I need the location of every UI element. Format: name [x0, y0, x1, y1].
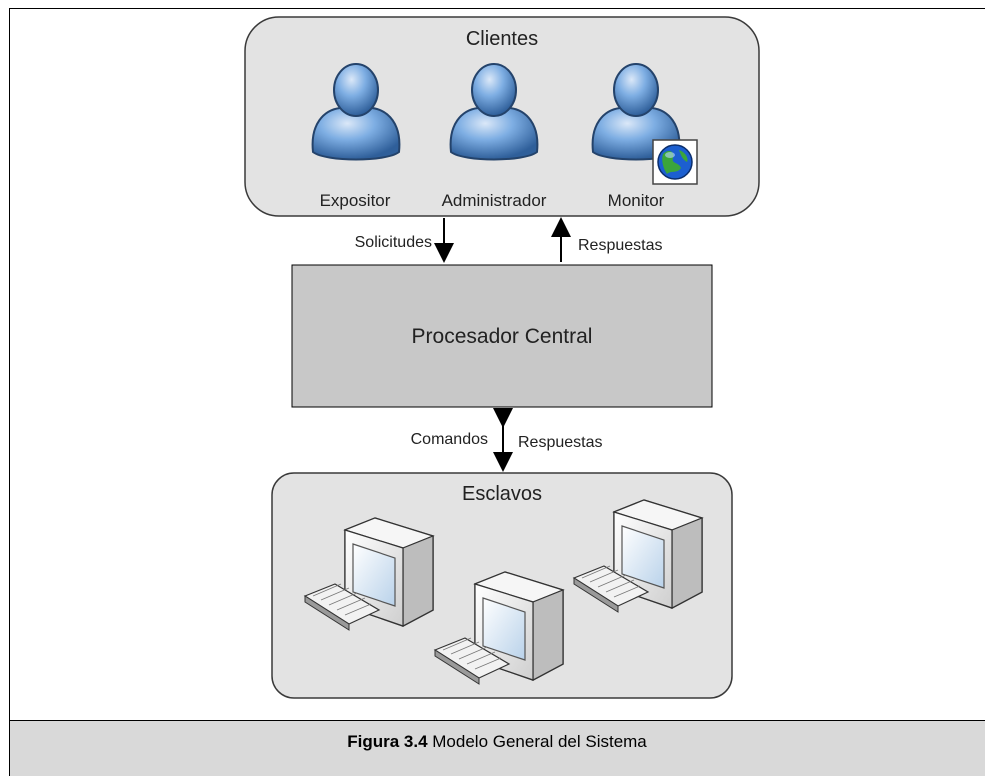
- user-label-administrador: Administrador: [442, 191, 547, 210]
- user-label-monitor: Monitor: [608, 191, 665, 210]
- user-icon: [311, 63, 401, 161]
- user-label-expositor: Expositor: [320, 191, 391, 210]
- desktop-computer-icon: [433, 571, 565, 685]
- desktop-computer-icon: [572, 499, 704, 613]
- requests-label: Solicitudes: [355, 234, 432, 251]
- responses-bottom-label: Respuestas: [518, 434, 603, 451]
- figure-caption-text: Modelo General del Sistema: [432, 732, 647, 751]
- slaves-title: Esclavos: [462, 483, 542, 505]
- clients-title: Clientes: [466, 28, 538, 50]
- commands-label: Comandos: [411, 431, 488, 448]
- responses-top-label: Respuestas: [578, 237, 663, 254]
- processor-box: [291, 264, 713, 408]
- processor-label: Procesador Central: [412, 325, 593, 348]
- figure-caption: Figura 3.4 Modelo General del Sistema: [9, 732, 985, 752]
- desktop-computer-icon: [303, 517, 435, 631]
- figure-number: Figura 3.4: [347, 732, 428, 751]
- globe-icon: [652, 139, 698, 185]
- caption-box: [9, 720, 985, 776]
- user-icon: [449, 63, 539, 161]
